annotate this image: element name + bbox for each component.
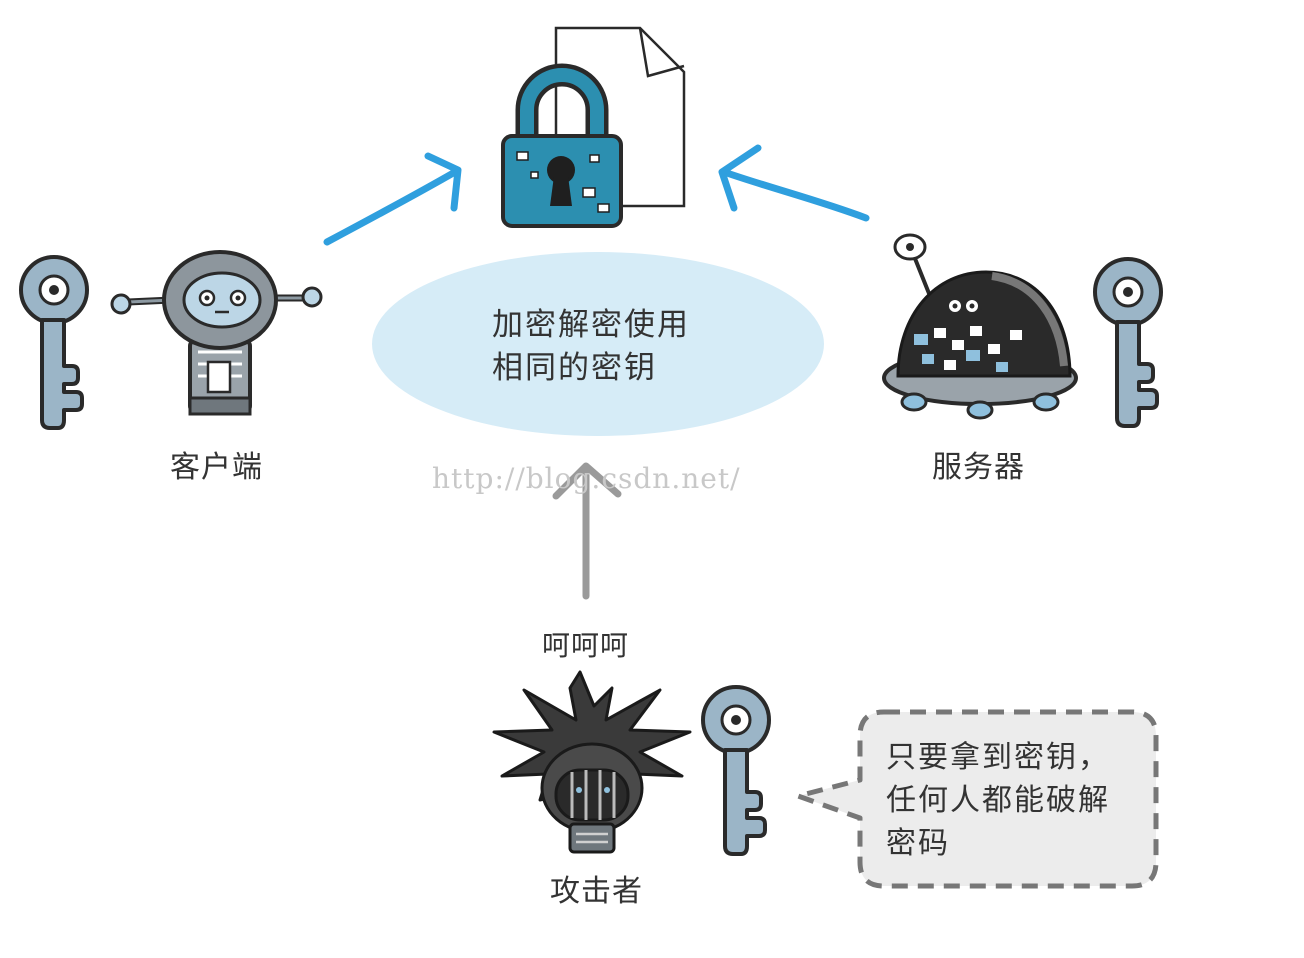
attacker-label: 攻击者 bbox=[550, 874, 643, 909]
server-to-lock-arrow bbox=[718, 144, 870, 222]
key-icon bbox=[19, 255, 89, 430]
server-label: 服务器 bbox=[932, 450, 1025, 485]
key-icon bbox=[1093, 257, 1163, 428]
attacker-laugh: 呵呵呵 bbox=[542, 629, 630, 662]
client-label: 客户端 bbox=[170, 450, 263, 485]
attacker-icon bbox=[492, 670, 692, 854]
speech-bubble bbox=[795, 709, 1159, 889]
key-icon bbox=[701, 685, 771, 856]
speech-bubble-line1: 只要拿到密钥， bbox=[886, 740, 1110, 775]
speech-bubble-line2: 任何人都能破解 bbox=[886, 783, 1110, 818]
server-robot-icon bbox=[882, 233, 1078, 420]
speech-bubble-line3: 密码 bbox=[886, 826, 950, 861]
center-note-line2: 相同的密钥 bbox=[492, 350, 657, 386]
client-robot-icon bbox=[110, 250, 323, 416]
center-note-line1: 加密解密使用 bbox=[492, 307, 690, 343]
watermark: http://blog.csdn.net/ bbox=[432, 462, 741, 495]
attacker-up-arrow bbox=[552, 462, 622, 600]
client-to-lock-arrow bbox=[323, 152, 462, 246]
padlock-icon bbox=[501, 63, 623, 228]
center-note-ellipse bbox=[372, 252, 824, 436]
